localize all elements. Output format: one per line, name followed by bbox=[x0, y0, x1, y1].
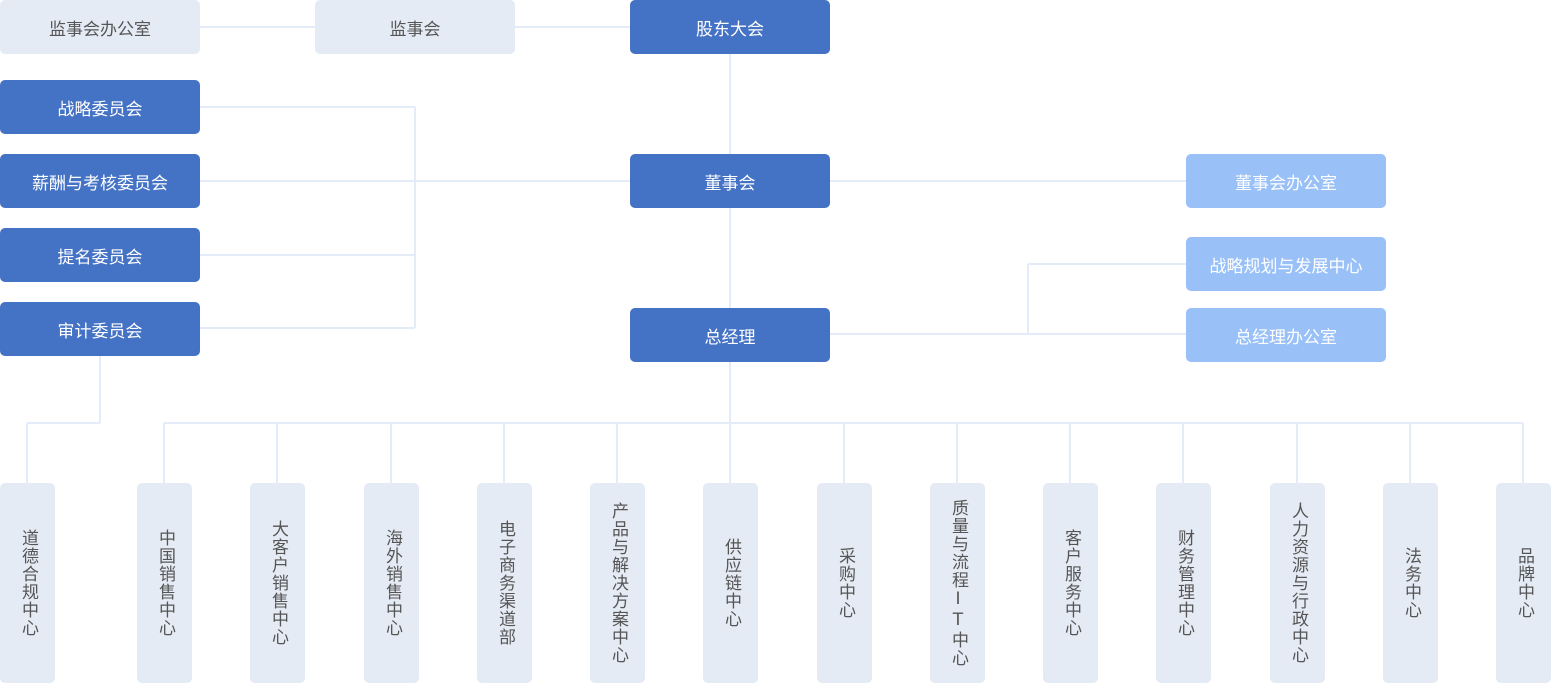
department-label: 中国销售中心 bbox=[155, 529, 175, 637]
strategy-committee-box: 战略委员会 bbox=[0, 80, 200, 134]
department-box: 产品与解决方案中心 bbox=[590, 483, 645, 683]
department-box: 电子商务渠道部 bbox=[477, 483, 532, 683]
department-label: 电子商务渠道部 bbox=[495, 520, 515, 646]
department-label: 品牌中心 bbox=[1514, 547, 1534, 619]
department-label: 海外销售中心 bbox=[382, 529, 402, 637]
department-box: 采购中心 bbox=[817, 483, 872, 683]
department-box: 供应链中心 bbox=[703, 483, 758, 683]
department-label: 产品与解决方案中心 bbox=[608, 502, 628, 664]
department-box: 质量与流程IT中心 bbox=[930, 483, 985, 683]
department-box: 客户服务中心 bbox=[1043, 483, 1098, 683]
strategy-planning-center-box: 战略规划与发展中心 bbox=[1186, 237, 1386, 291]
department-label: 道德合规中心 bbox=[18, 529, 38, 637]
board-office-box: 董事会办公室 bbox=[1186, 154, 1386, 208]
department-label: 法务中心 bbox=[1401, 547, 1421, 619]
department-box: 道德合规中心 bbox=[0, 483, 55, 683]
audit-committee-box: 审计委员会 bbox=[0, 302, 200, 356]
nomination-committee-box: 提名委员会 bbox=[0, 228, 200, 282]
department-box: 品牌中心 bbox=[1496, 483, 1551, 683]
department-box: 中国销售中心 bbox=[137, 483, 192, 683]
supervisory-board-box: 监事会 bbox=[315, 0, 515, 54]
compensation-committee-box: 薪酬与考核委员会 bbox=[0, 154, 200, 208]
department-label: 采购中心 bbox=[835, 547, 855, 619]
department-box: 大客户销售中心 bbox=[250, 483, 305, 683]
gm-office-box: 总经理办公室 bbox=[1186, 308, 1386, 362]
department-box: 人力资源与行政中心 bbox=[1270, 483, 1325, 683]
department-label: 大客户销售中心 bbox=[268, 520, 288, 646]
department-label: 客户服务中心 bbox=[1061, 529, 1081, 637]
supervisory-office-box: 监事会办公室 bbox=[0, 0, 200, 54]
shareholders-meeting-box: 股东大会 bbox=[630, 0, 830, 54]
department-label: 财务管理中心 bbox=[1174, 529, 1194, 637]
department-label: 质量与流程IT中心 bbox=[948, 499, 968, 667]
department-label: 人力资源与行政中心 bbox=[1288, 502, 1308, 664]
department-box: 法务中心 bbox=[1383, 483, 1438, 683]
board-of-directors-box: 董事会 bbox=[630, 154, 830, 208]
department-label: 供应链中心 bbox=[721, 538, 741, 628]
department-box: 海外销售中心 bbox=[364, 483, 419, 683]
general-manager-box: 总经理 bbox=[630, 308, 830, 362]
department-box: 财务管理中心 bbox=[1156, 483, 1211, 683]
